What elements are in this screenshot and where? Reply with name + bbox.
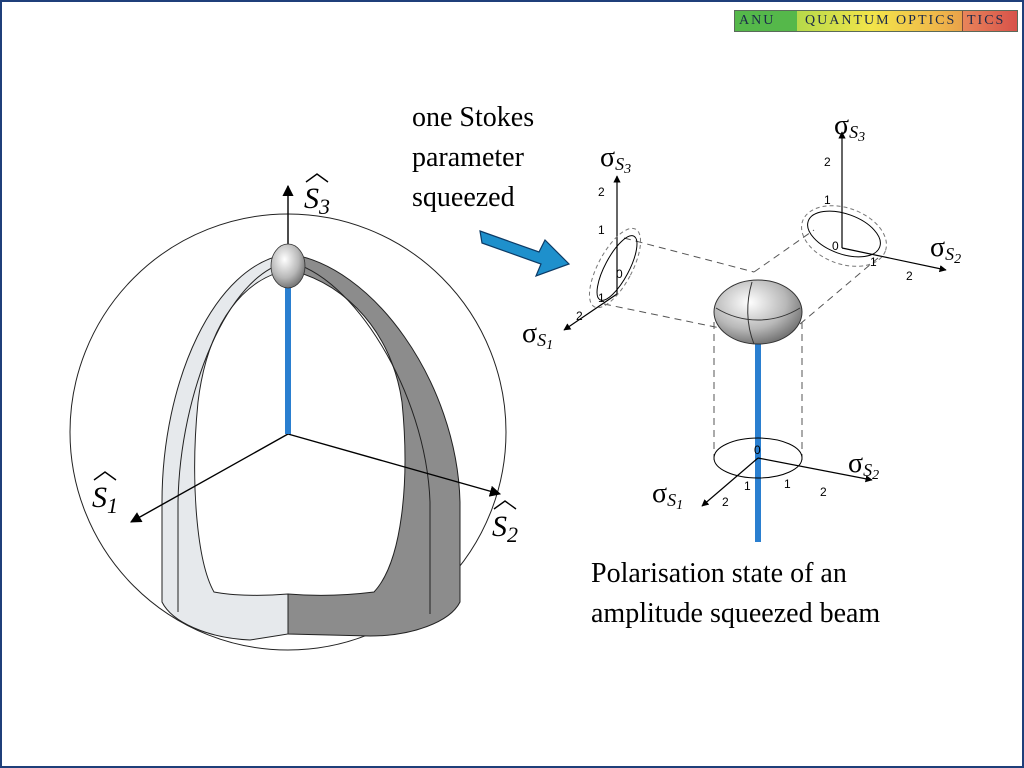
shell-inner-line-right [287, 261, 431, 614]
plane-s1-s2: 0 1 2 1 2 σS2 σS1 [652, 437, 879, 513]
tick-s1s3-2: 2 [598, 185, 605, 199]
tick-s2s3-2b: 2 [906, 269, 913, 283]
plane-s1-s3: 2 1 0 1 2 σS3 σS1 [522, 142, 642, 353]
axis-s2-label: S2 [492, 510, 518, 547]
axis-s1-hat [93, 471, 117, 481]
banner-quantum-optics: QUANTUM OPTICS [797, 11, 962, 31]
tick-s2s3-0: 0 [832, 239, 839, 253]
banner-anu: ANU [735, 11, 797, 31]
axis-s1-label: S1 [92, 481, 118, 518]
axis-s3-label: S3 [304, 182, 330, 219]
axis-s1-line [130, 433, 289, 523]
pointer-arrow [479, 230, 571, 278]
tick-s1s3-0: 0 [616, 267, 623, 281]
axis-s2-hat [493, 500, 517, 510]
projections-diagram: 2 1 0 1 2 σS3 σS1 2 1 0 1 2 σS3 σS2 [522, 110, 961, 542]
tick-s1s3-1b: 1 [598, 291, 605, 305]
plane-s2-s3: 2 1 0 1 2 σS3 σS2 [801, 110, 961, 283]
banner-tics: TICS [962, 11, 1017, 31]
uncertainty-egg [270, 243, 306, 289]
sigma-s1-label-left: σS1 [522, 318, 553, 353]
tick-s2s3-2: 2 [824, 155, 831, 169]
shell-inner-line-left [177, 261, 289, 612]
anu-quantum-optics-banner: ANU QUANTUM OPTICS TICS [734, 10, 1018, 32]
axis-s3-hat [305, 173, 329, 183]
tick-s1s2-2b: 2 [722, 495, 729, 509]
figure-caption: Polarisation state of an amplitude squee… [591, 558, 881, 629]
tick-s1s3-1: 1 [598, 223, 605, 237]
tick-s1s3-2b: 2 [576, 309, 583, 323]
ellipsoid-equator [715, 307, 801, 321]
sigma-s2-label-bottom: σS2 [848, 448, 879, 483]
shell-dark-half [287, 253, 461, 637]
axis-s2-line [287, 433, 502, 497]
sigma-s1-label-bottom: σS1 [652, 478, 683, 513]
tick-s1s2-0: 0 [754, 443, 761, 457]
poincare-sphere: S1 S2 S3 [69, 173, 518, 651]
sigma-s2-label-right: σS2 [930, 232, 961, 267]
sigma-s3-label-left: σS3 [600, 142, 631, 177]
ellipsoid-meridian [747, 281, 755, 345]
sigma-s3-label-right: σS3 [834, 110, 865, 145]
tick-s1s2-1: 1 [784, 477, 791, 491]
tick-s2s3-1: 1 [824, 193, 831, 207]
tick-s1s2-2: 2 [820, 485, 827, 499]
stokes-squeezed-note: one Stokes parameter squeezed [412, 102, 535, 213]
squeezed-ellipsoid [713, 279, 803, 345]
tick-s2s3-1b: 1 [870, 255, 877, 269]
projection-guides [603, 229, 879, 460]
shell-light-half [161, 253, 289, 641]
tick-s1s2-1b: 1 [744, 479, 751, 493]
